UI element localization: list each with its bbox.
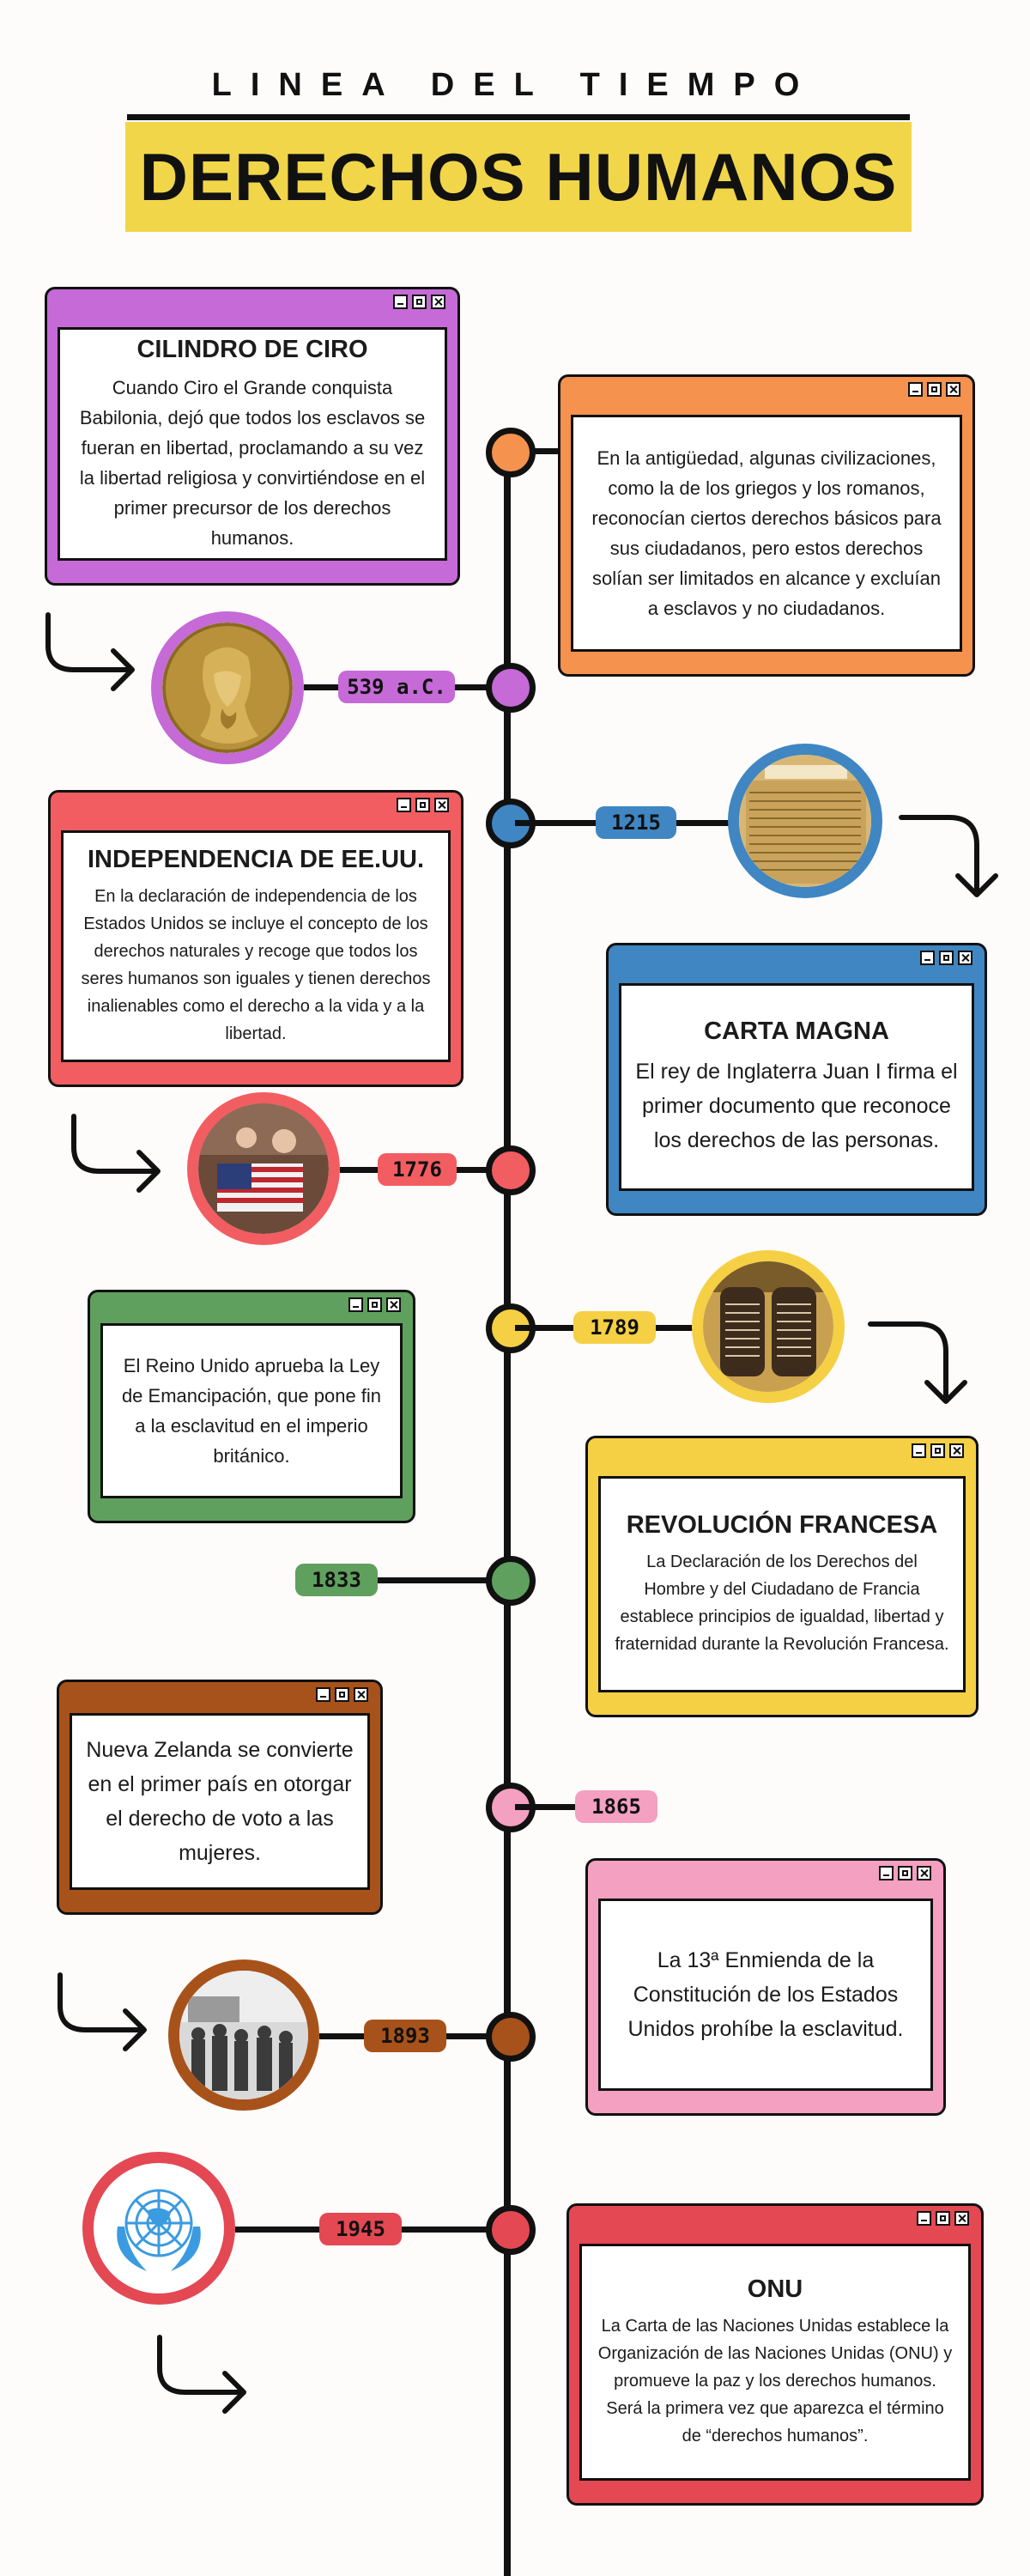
timeline-dot [486,2205,536,2255]
window-titlebar[interactable] [51,793,461,818]
window-enmienda-13: La 13ª Enmienda de la Constitución de lo… [585,1858,946,2116]
year-label-539: 539 a.C. [338,671,455,703]
year-label-1893: 1893 [364,2020,446,2052]
maximize-icon[interactable] [927,382,942,397]
minimize-icon[interactable] [348,1297,363,1312]
close-icon[interactable] [949,1443,964,1458]
minimize-icon[interactable] [397,798,411,812]
window-titlebar[interactable] [569,2206,981,2232]
card-title: INDEPENDENCIA DE EE.UU. [87,845,425,873]
maximize-icon[interactable] [936,2211,950,2226]
title-banner [125,122,912,232]
card-body: El Reino Unido aprueba la Ley de Emancip… [121,1355,382,1467]
curved-arrow-icon [45,612,135,691]
window-antiguedad: En la antigüedad, algunas civilizaciones… [558,374,975,677]
card-title: CILINDRO DE CIRO [136,335,368,363]
maximize-icon[interactable] [335,1687,349,1702]
card-body: La 13ª Enmienda de la Constitución de lo… [627,1948,904,2041]
window-onu: ONU La Carta de las Naciones Unidas esta… [566,2203,984,2506]
timeline-dot [486,2012,536,2062]
curved-arrow-icon [868,1321,967,1404]
card-body-extra: Será la primera vez que aparezca el térm… [606,2398,944,2445]
card-body: La Carta de las Naciones Unidas establec… [597,2316,953,2391]
suffragettes-photo-image [168,1959,319,2111]
card-body: El rey de Inglaterra Juan I firma el pri… [635,1059,958,1152]
cyrus-coin-image [151,611,304,764]
window-carta-magna: CARTA MAGNA El rey de Inglaterra Juan I … [606,943,987,1216]
timeline-dot [486,1556,536,1606]
card-title: CARTA MAGNA [704,1017,889,1045]
window-titlebar[interactable] [560,377,972,403]
minimize-icon[interactable] [316,1687,330,1702]
close-icon[interactable] [386,1297,401,1312]
card-title: ONU [747,2275,803,2303]
curved-arrow-icon [899,815,998,897]
window-emancipacion: El Reino Unido aprueba la Ley de Emancip… [88,1290,415,1523]
window-cilindro-ciro: CILINDRO DE CIRO Cuando Ciro el Grande c… [45,287,460,586]
close-icon[interactable] [431,295,445,309]
un-emblem-icon [82,2152,235,2305]
year-label-1833: 1833 [295,1564,378,1596]
close-icon[interactable] [917,1866,931,1880]
close-icon[interactable] [354,1687,368,1702]
window-titlebar[interactable] [90,1292,413,1318]
window-titlebar[interactable] [609,945,985,971]
minimize-icon[interactable] [908,382,923,397]
year-label-1776: 1776 [378,1153,457,1186]
close-icon[interactable] [958,951,972,965]
timeline-axis [504,447,511,2576]
curved-arrow-icon [157,2335,246,2414]
maximize-icon[interactable] [939,951,954,965]
minimize-icon[interactable] [879,1866,894,1880]
timeline-dot [486,663,536,713]
maximize-icon[interactable] [412,295,427,309]
minimize-icon[interactable] [393,295,408,309]
curved-arrow-icon [58,1972,147,2051]
card-body: Cuando Ciro el Grande conquista Babiloni… [79,376,426,549]
close-icon[interactable] [954,2211,969,2226]
timeline-dot [486,1145,536,1195]
maximize-icon[interactable] [930,1443,945,1458]
year-label-1945: 1945 [319,2213,402,2245]
window-nueva-zelanda: Nueva Zelanda se convierte en el primer … [57,1680,383,1915]
maximize-icon[interactable] [898,1866,912,1880]
flag-painting-image [187,1092,340,1245]
close-icon[interactable] [434,798,449,812]
window-titlebar[interactable] [59,1682,380,1708]
window-titlebar[interactable] [47,289,457,315]
window-revolucion-francesa: REVOLUCIÓN FRANCESA La Declaración de lo… [585,1436,978,1717]
maximize-icon[interactable] [367,1297,382,1312]
year-label-1215: 1215 [596,806,676,839]
maximize-icon[interactable] [415,798,430,812]
year-label-1865: 1865 [575,1790,657,1823]
year-label-1789: 1789 [573,1311,656,1344]
minimize-icon[interactable] [912,1443,926,1458]
window-titlebar[interactable] [588,1861,943,1886]
close-icon[interactable] [946,382,960,397]
timeline-dot [486,1303,536,1353]
window-independencia: INDEPENDENCIA DE EE.UU. En la declaració… [48,790,464,1087]
card-body: En la antigüedad, algunas civilizaciones… [591,447,942,619]
magna-carta-document-image [728,744,882,898]
timeline-dot [486,428,536,477]
connector [333,1577,510,1583]
connector [515,448,558,454]
card-body: Nueva Zelanda se convierte en el primer … [86,1738,354,1865]
card-title: REVOLUCIÓN FRANCESA [626,1510,938,1539]
header-divider [127,114,910,120]
page-subtitle: LINEA DEL TIEMPO [211,67,819,103]
connector [515,1804,584,1810]
page-title: DERECHOS HUMANOS [139,139,898,215]
card-body: La Declaración de los Derechos del Hombr… [615,1552,949,1654]
minimize-icon[interactable] [917,2211,931,2226]
minimize-icon[interactable] [920,951,935,965]
declaration-tablets-image [692,1250,845,1403]
window-titlebar[interactable] [588,1438,976,1464]
card-body: En la declaración de independencia de lo… [81,886,431,1043]
curved-arrow-icon [71,1114,161,1193]
